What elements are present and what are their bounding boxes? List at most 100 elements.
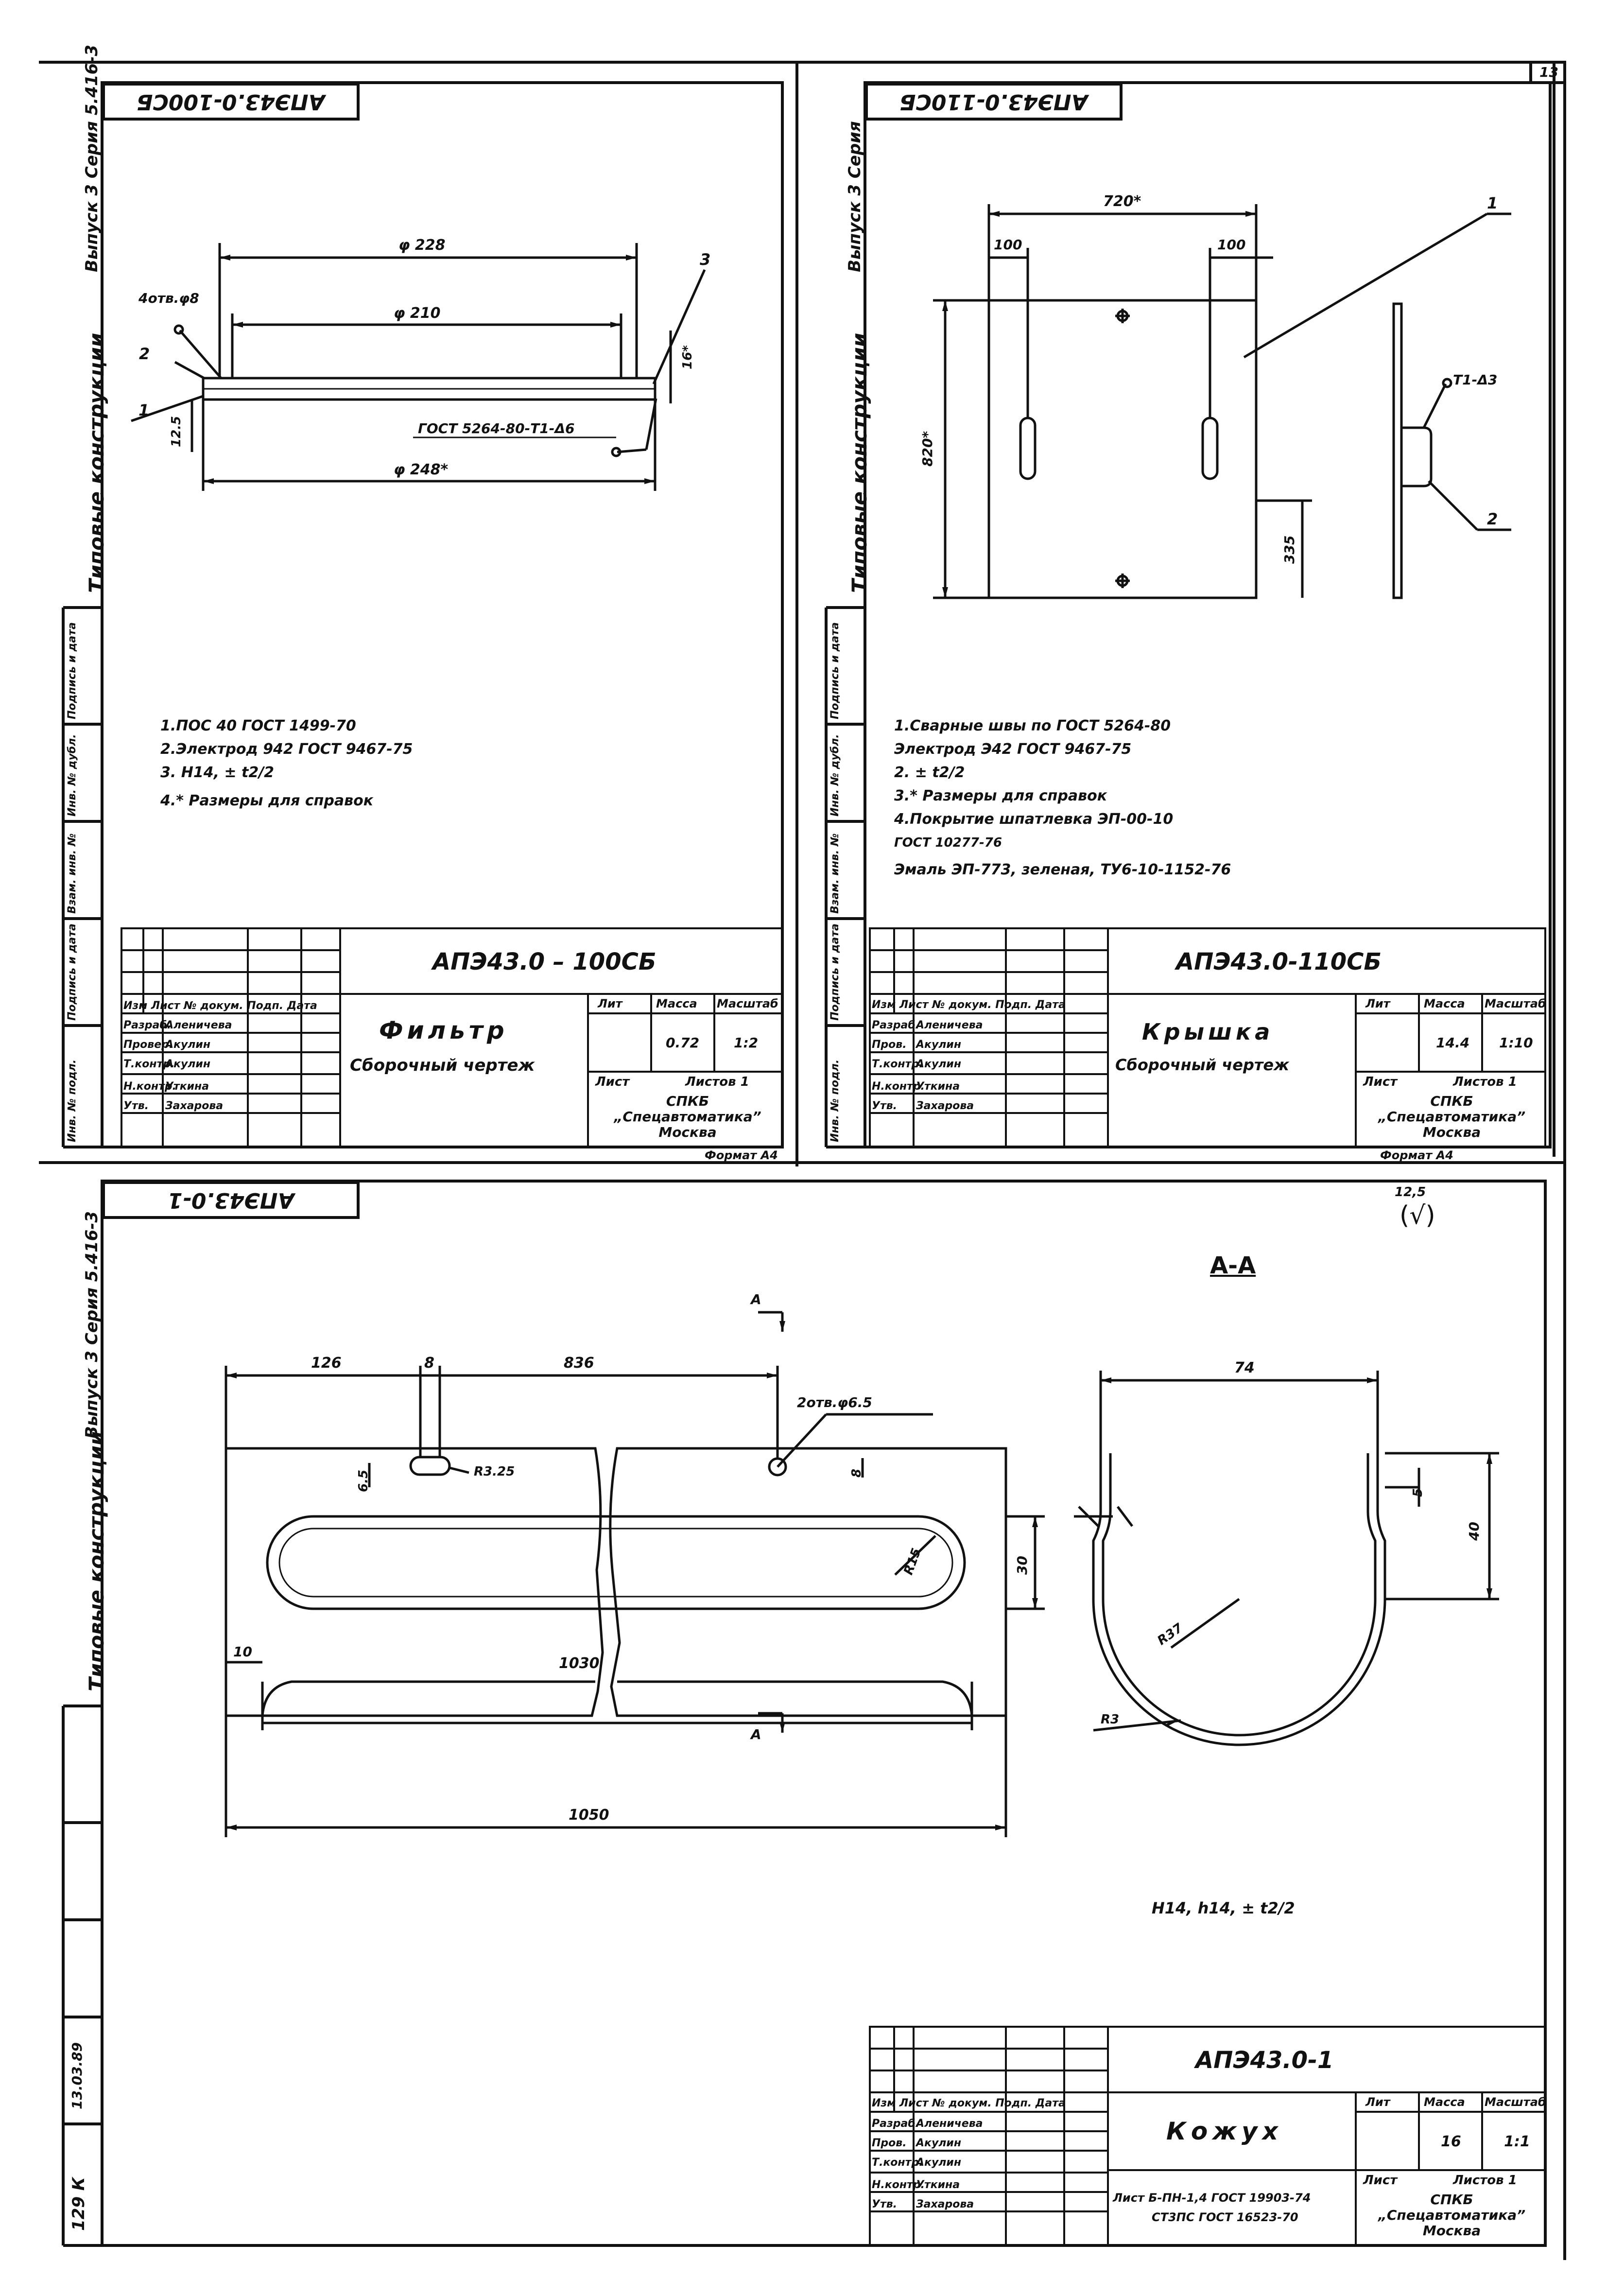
page-number: 13	[1539, 64, 1558, 80]
filter-tb-row-1-role: Разраб.	[123, 1019, 172, 1031]
cover-tb-name: Крышка	[1142, 1019, 1274, 1045]
cover-note-6: ГОСТ 10277-76	[894, 835, 1002, 850]
casing-tb-row-2-role: Пров.	[872, 2137, 907, 2149]
casing-tb-row-4-role: Н.контр.	[872, 2179, 925, 2191]
filter-tb-row-4-name: Уткина	[165, 1080, 209, 1093]
casing-tb-header-row: Изм Лист № докум. Подп. Дата	[872, 2097, 1066, 2109]
cover-tb-row-2-role: Пров.	[872, 1039, 907, 1051]
side-col-0: Инв. № подл.	[66, 1059, 78, 1142]
casing-tb-material-bottom: СТ3ПС ГОСТ 16523-70	[1152, 2210, 1298, 2224]
cover-note-2: Электрод Э42 ГОСТ 9467-75	[894, 741, 1132, 758]
casing-dim-10: 10	[233, 1644, 252, 1660]
casing-tb-row-4-name: Уткина	[916, 2179, 960, 2191]
cover-callout-2: 2	[1487, 510, 1498, 528]
filter-callout-3: 3	[700, 250, 711, 269]
casing-roughness-paren: (√)	[1400, 1201, 1435, 1230]
casing-tb-row-3-role: Т.контр.	[872, 2157, 923, 2169]
side-col-4: Подпись и дата	[66, 622, 78, 719]
cover-dim-720: 720*	[1103, 193, 1141, 210]
filter-dim-228: φ 228	[398, 237, 446, 254]
cover-dim-100-left: 100	[994, 237, 1022, 253]
casing-tb-row-5-role: Утв.	[872, 2198, 897, 2210]
cover-tb-format: Формат А4	[1380, 1148, 1453, 1162]
filter-tb-subtitle: Сборочный чертеж	[350, 1056, 535, 1075]
casing-tb-mass-header: Масса	[1424, 2095, 1465, 2109]
filter-dim-210: φ 210	[394, 305, 441, 322]
casing-tb-code: АПЭ43.0-1	[1195, 2047, 1334, 2074]
filter-tb-scale: 1:2	[734, 1035, 759, 1051]
cover-note-4: 3.* Размеры для справок	[894, 787, 1107, 804]
filter-note-4: 4.* Размеры для справок	[160, 792, 374, 809]
casing-tb-mass: 16	[1441, 2133, 1461, 2150]
side-col-2: Взам. инв. №	[66, 833, 78, 914]
filter-note-1: 1.ПОС 40 ГОСТ 1499-70	[160, 717, 356, 734]
filter-note-3: 3. Н14, ± t2/2	[160, 764, 275, 781]
filter-tb-row-5-name: Захарова	[165, 1100, 224, 1112]
casing-dim-836: 836	[564, 1355, 594, 1372]
cover-callout-1: 1	[1487, 194, 1498, 212]
cover-tb-org: СПКБ „Спецавтоматика” Москва	[1378, 1093, 1526, 1140]
casing-tb-scale-header: Масштаб	[1485, 2095, 1546, 2109]
casing-tb-sheets: Листов 1	[1453, 2173, 1517, 2188]
casing-dim-r3: R3	[1101, 1712, 1120, 1727]
cover-tb-lit-header: Лит	[1365, 997, 1390, 1010]
casing-tb-row-1-name: Аленичева	[916, 2118, 983, 2130]
casing-dim-126: 126	[311, 1355, 342, 1372]
sheet2-stamp-code: АПЭ43.0-110СБ	[865, 83, 1123, 121]
filter-tb-format: Формат А4	[705, 1148, 778, 1162]
cover-tb-row-4-name: Уткина	[916, 1080, 960, 1093]
cover-tb-subtitle: Сборочный чертеж	[1115, 1056, 1289, 1074]
side-col-1: Подпись и дата	[66, 923, 78, 1021]
cover-tb-row-3-name: Акулин	[916, 1058, 962, 1070]
cover-tb-row-1-name: Аленичева	[916, 1019, 983, 1031]
cover-tb-row-5-role: Утв.	[872, 1100, 897, 1112]
filter-tb-code: АПЭ43.0 – 100СБ	[432, 948, 657, 975]
cover-tb-sheet-header: Лист	[1363, 1075, 1398, 1089]
cover-dim-100-right: 100	[1217, 237, 1246, 253]
casing-tb-row-2-name: Акулин	[916, 2137, 962, 2149]
side-col-0b: Инв. № подл.	[829, 1059, 841, 1142]
casing-tb-row-5-name: Захарова	[916, 2198, 974, 2210]
casing-roughness: 12,5	[1395, 1185, 1426, 1200]
casing-tolerance-note: Н14, h14, ± t2/2	[1152, 1899, 1295, 1917]
filter-callout-1: 1	[138, 401, 150, 419]
casing-tb-row-3-name: Акулин	[916, 2157, 962, 2169]
filter-tb-names: Разраб. Провер. Т.контр. Н.контр. Утв.	[123, 1016, 176, 1116]
sheet3-stamp-code: АПЭ43.0-1	[102, 1181, 360, 1219]
cover-tb-sheets: Листов 1	[1453, 1075, 1517, 1089]
cover-note-5: 4.Покрытие шпатлевка ЭП-00-10	[894, 811, 1174, 828]
filter-tb-name: Фильтр	[379, 1016, 508, 1044]
cover-tb-mass: 14.4	[1436, 1035, 1470, 1051]
cover-tb-row-5-name: Захарова	[916, 1100, 974, 1112]
casing-tb-names: Аленичева Акулин Акулин Уткина Захарова	[916, 2114, 983, 2214]
cover-weld-note: Т1-Δ3	[1453, 372, 1498, 388]
cover-tb-mass-header: Масса	[1424, 997, 1465, 1010]
casing-dim-8: 8	[424, 1355, 434, 1372]
cover-tb-header-row: Изм Лист № докум. Подп. Дата	[872, 999, 1066, 1011]
casing-section-label: А-А	[1210, 1252, 1256, 1279]
side-col-3b: Инв. № дубл.	[829, 734, 841, 817]
filter-tb-sheet-header: Лист	[595, 1075, 630, 1089]
filter-weld-note: ГОСТ 5264-80-Т1-Δ6	[418, 420, 575, 436]
cover-note-3: 2. ± t2/2	[894, 764, 965, 781]
sheet1-stamp-code: АПЭ43.0-100СБ	[102, 83, 360, 121]
filter-notes: 1.ПОС 40 ГОСТ 1499-70 2.Электрод 942 ГОС…	[160, 714, 413, 813]
filter-tb-org: СПКБ „Спецавтоматика” Москва	[614, 1093, 761, 1140]
casing-dim-r325: R3.25	[474, 1464, 515, 1479]
cover-note-7: Эмаль ЭП-773, зеленая, ТУ6-10-1152-76	[894, 861, 1231, 878]
filter-tb-sheets: Листов 1	[685, 1075, 749, 1089]
filter-tb-scale-header: Масштаб	[717, 997, 778, 1010]
filter-tb-surnames: Аленичева Акулин Акулин Уткина Захарова	[165, 1016, 232, 1116]
side-col-2b: Взам. инв. №	[829, 833, 841, 914]
filter-dim-248: φ 248*	[394, 461, 449, 478]
filter-dim-holes: 4отв.φ8	[138, 290, 199, 306]
cover-tb-row-3-role: Т.контр.	[872, 1058, 923, 1070]
cover-tb-scale: 1:10	[1499, 1035, 1533, 1051]
filter-tb-lit-header: Лит	[598, 997, 622, 1010]
filter-tb-row-1-name: Аленичева	[165, 1019, 232, 1031]
